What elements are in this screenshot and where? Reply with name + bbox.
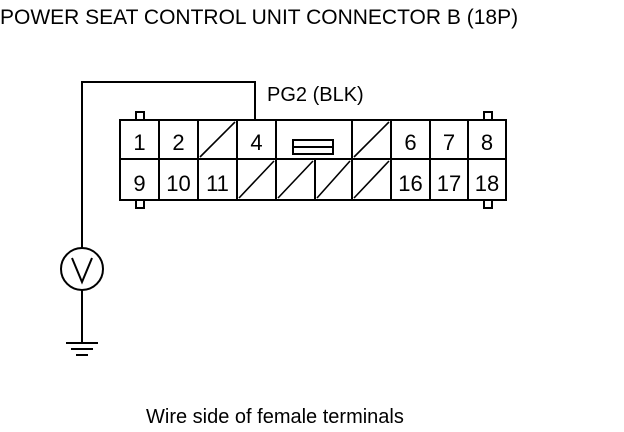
pin-17: 17 — [437, 171, 461, 196]
pin-16: 16 — [398, 171, 422, 196]
empty-cavity-slash — [199, 121, 236, 158]
diagram-title: POWER SEAT CONTROL UNIT CONNECTOR B (18P… — [0, 6, 518, 29]
connector-body: 1 2 4 6 7 8 9 10 11 16 17 18 — [119, 111, 507, 209]
latch-tab-top — [483, 111, 493, 121]
latch-tab-top — [135, 111, 145, 121]
pin-11: 11 — [206, 171, 229, 196]
pin-9: 9 — [133, 171, 145, 196]
empty-cavity-slash — [353, 160, 390, 199]
caption: Wire side of female terminals — [146, 406, 404, 428]
wire-label: PG2 (BLK) — [267, 84, 364, 106]
ground-icon — [66, 342, 98, 356]
pin-1: 1 — [133, 130, 145, 155]
pin-2: 2 — [172, 130, 184, 155]
empty-cavity-slash — [353, 121, 390, 158]
pin-10: 10 — [166, 171, 190, 196]
empty-cavity-slash — [238, 160, 275, 199]
latch-tab-bottom — [135, 199, 145, 209]
pin-8: 8 — [481, 130, 493, 155]
voltmeter-icon — [60, 247, 104, 291]
pin-18: 18 — [475, 171, 499, 196]
pin-4: 4 — [250, 130, 262, 155]
pin-6: 6 — [404, 130, 416, 155]
empty-cavity-slash — [316, 160, 351, 199]
wire — [81, 81, 256, 248]
pin-7: 7 — [443, 130, 455, 155]
latch-tab-bottom — [483, 199, 493, 209]
empty-cavity-slash — [277, 160, 314, 199]
voltmeter-symbol: V — [0, 0, 1, 1]
